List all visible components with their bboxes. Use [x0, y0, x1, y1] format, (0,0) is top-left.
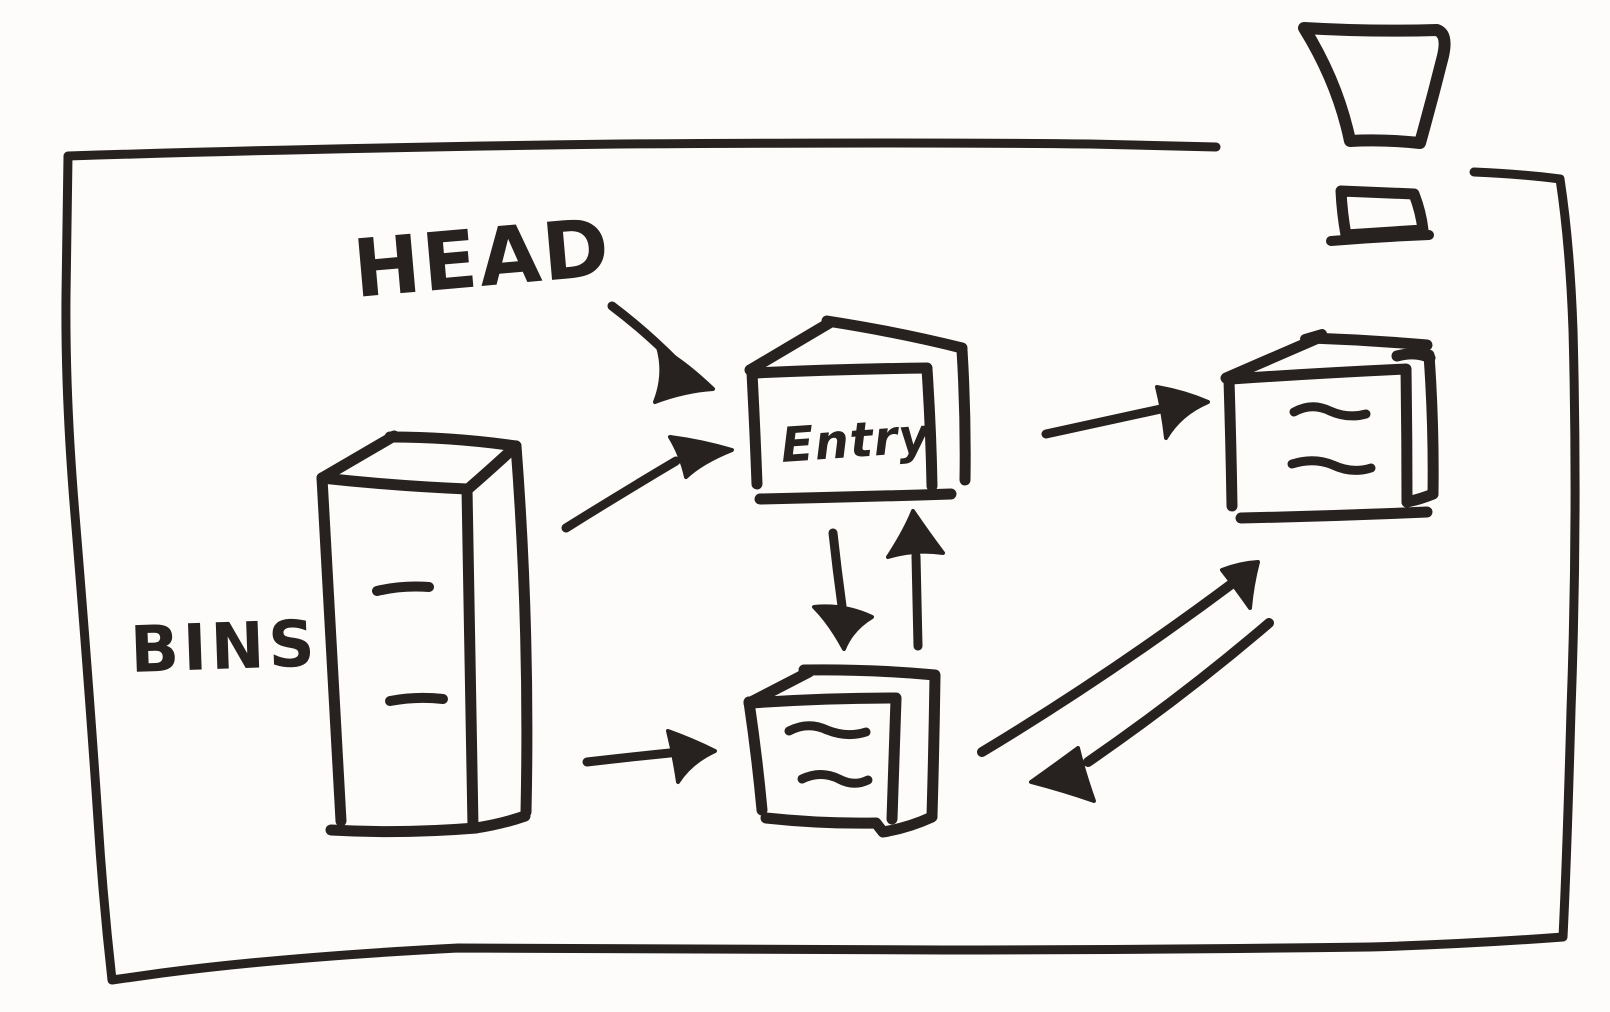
box-front-right-edge	[886, 693, 902, 825]
entry-box: Entry	[744, 315, 971, 505]
arrow-shaft	[977, 575, 1242, 757]
box-roof-front-join	[462, 440, 522, 495]
head-to-entry-arrow	[607, 301, 715, 404]
box-roof-right-edge	[821, 315, 968, 354]
arrow-head	[1220, 560, 1260, 610]
arrow-shaft	[1083, 618, 1274, 767]
box-roof-back-edge	[1305, 332, 1433, 351]
box-front-bottom-edge	[325, 822, 482, 838]
box-back-right-edge	[1423, 349, 1439, 500]
next-to-collision-arrow	[1029, 618, 1274, 803]
bin-slot-dash	[372, 581, 434, 596]
arrow-shaft	[828, 528, 847, 611]
collision-to-next-arrow	[977, 560, 1260, 757]
box-front-right-edge	[1400, 364, 1413, 508]
bins-label: BINS	[129, 607, 320, 688]
arrow-shaft	[582, 748, 675, 767]
arrow-head	[1155, 385, 1210, 440]
box-front-top-edge	[748, 362, 933, 379]
box-roof-back-edge	[384, 431, 522, 452]
arrow-shaft	[911, 551, 923, 651]
box-roof-back-edge	[798, 664, 941, 681]
board-outline	[61, 138, 1580, 985]
content-squiggle	[1287, 456, 1376, 475]
box-roof-left-edge	[316, 430, 400, 484]
head-label: HEAD	[350, 201, 615, 316]
box-front-left-edge	[316, 472, 347, 827]
arrow-shaft	[1041, 402, 1175, 439]
exclamation-dot-underline	[1326, 230, 1434, 246]
arrow-head	[668, 435, 734, 479]
arrow-shaft	[561, 456, 681, 533]
bin-slot-dash	[385, 692, 448, 706]
next-entry-box	[1220, 329, 1439, 524]
arrow-head	[812, 604, 874, 651]
arrow-head	[666, 729, 717, 784]
content-squiggle	[1289, 402, 1371, 421]
box-front-top-edge	[745, 692, 902, 709]
bins-to-entry-arrow	[561, 435, 734, 533]
box-side-right-edge	[510, 440, 533, 818]
content-squiggle	[784, 721, 871, 740]
content-squiggle	[797, 770, 873, 788]
arrow-head	[1029, 746, 1096, 803]
entry-box-label: Entry	[779, 408, 933, 474]
entry-down-arrow	[812, 528, 874, 651]
exclamation-dot	[1335, 185, 1429, 241]
arrow-head	[653, 345, 715, 404]
box-front-right-edge	[461, 483, 479, 833]
board-outline-stroke	[61, 138, 1580, 985]
box-side-bottom-edge	[470, 810, 531, 834]
arrow-head	[886, 509, 945, 559]
box-bottom-edge	[760, 811, 938, 838]
exclamation-mark-icon	[1298, 22, 1451, 246]
exclamation-bar	[1298, 22, 1451, 149]
box-front-left-edge	[746, 367, 763, 490]
collision-entry-box	[743, 664, 941, 838]
box-roof-left-edge	[744, 316, 837, 376]
entry-to-next-arrow	[1041, 385, 1210, 440]
collision-up-arrow	[886, 509, 945, 651]
box-side-bottom-edge	[1401, 488, 1439, 508]
box-roof-left-edge	[1220, 333, 1322, 384]
box-front-left-edge	[743, 696, 768, 816]
box-front-top-edge	[316, 472, 473, 495]
box-front-right-edge	[921, 363, 938, 492]
box-bottom-edge	[1235, 506, 1433, 524]
box-back-right-edge	[956, 344, 971, 486]
box-front-left-edge	[1223, 374, 1238, 512]
bins-box	[316, 430, 533, 838]
box-front-top-edge	[1225, 363, 1412, 385]
bins-to-collision-arrow	[582, 729, 717, 784]
box-bottom-edge	[754, 488, 957, 505]
box-back-right-edge	[926, 670, 941, 822]
